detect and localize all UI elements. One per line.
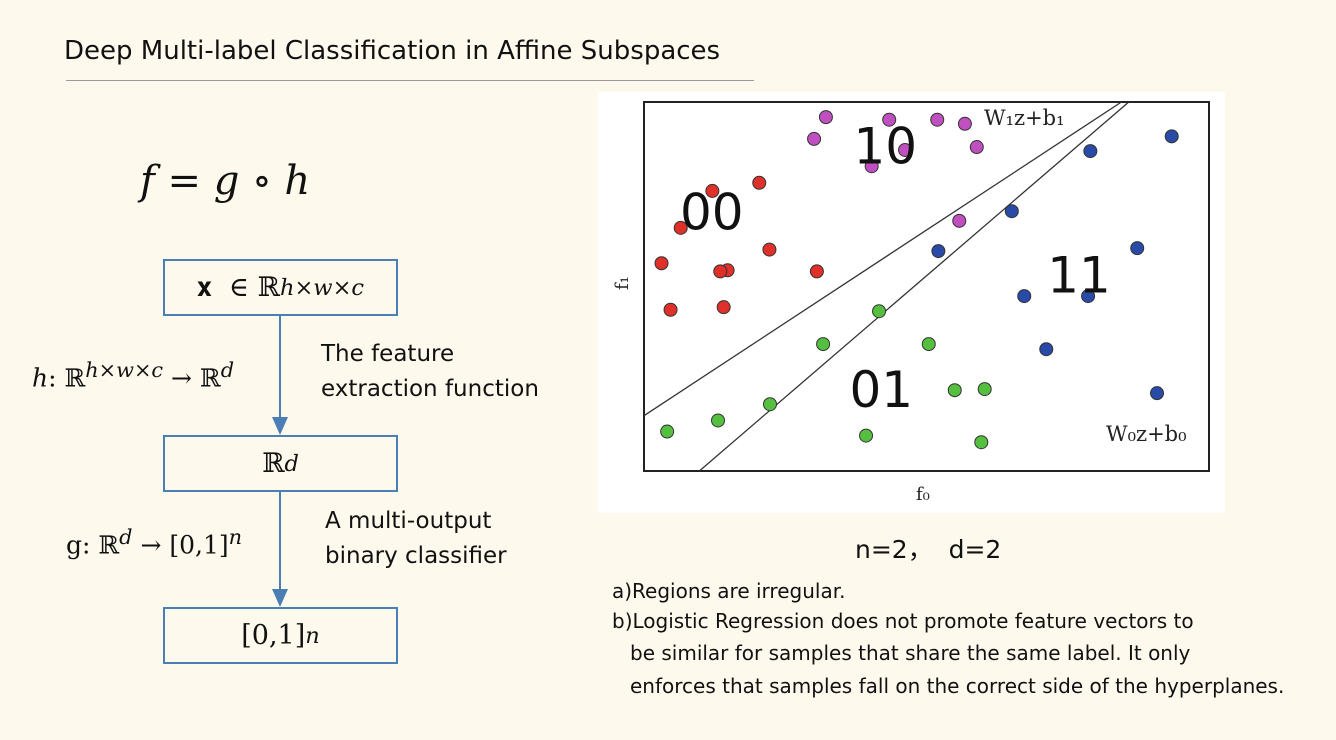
point-00 (705, 183, 720, 198)
h-map-domain-dims: h×w×c (85, 358, 164, 382)
hyperplane-line-1 (643, 101, 1122, 417)
composition-formula: f = g ∘ h (140, 158, 310, 204)
input-box-dims: h×w×c (279, 274, 365, 301)
point-01 (947, 383, 962, 398)
region-label-10: 10 (853, 117, 917, 175)
g-map-arrow: → [0,1] (132, 530, 229, 560)
point-11 (1017, 289, 1032, 304)
note-b-line-1: b)Logistic Regression does not promote f… (612, 609, 1194, 633)
point-11 (1150, 386, 1165, 401)
h-map-domain: : ℝ (48, 363, 86, 393)
point-01 (762, 397, 777, 412)
g-description-line: binary classifier (325, 543, 507, 569)
note-b-line-3: enforces that samples fall on the correc… (630, 674, 1285, 698)
point-01 (660, 424, 675, 439)
point-01 (816, 337, 831, 352)
plot-frame (643, 101, 1210, 472)
formula-equals: = (154, 158, 214, 204)
point-01 (977, 382, 992, 397)
region-label-11: 11 (1047, 246, 1111, 304)
feature-box-base: ℝ (262, 448, 285, 479)
affine-subspace-plot: 00 10 11 01 W₁z+b₁ W₀z+b₀ f₀ f₁ (598, 92, 1225, 513)
point-11 (931, 244, 946, 259)
h-map-codomain-dim: d (220, 358, 235, 382)
hyperplane-label-0: W₀z+b₀ (1106, 422, 1187, 446)
point-01 (859, 428, 874, 443)
formula-f: f (140, 158, 155, 204)
point-10 (957, 116, 972, 131)
point-10 (952, 213, 967, 228)
g-map-domain-dim: d (119, 525, 133, 549)
region-label-01: 01 (849, 361, 913, 419)
point-00 (713, 264, 728, 279)
output-box-base: [0,1] (241, 620, 306, 651)
y-axis-label: f₁ (612, 276, 633, 290)
point-10 (930, 112, 945, 127)
point-10 (898, 142, 913, 157)
point-11 (1164, 129, 1179, 144)
h-map-name: h (32, 363, 49, 393)
point-10 (969, 140, 984, 155)
formula-g: g (213, 158, 240, 204)
note-a: a)Regions are irregular. (612, 579, 846, 603)
point-00 (654, 256, 669, 271)
point-10 (807, 131, 822, 146)
formula-h: h (284, 158, 311, 204)
g-map-domain: g: ℝ (66, 530, 120, 560)
formula-compose: ∘ (239, 158, 285, 204)
region-label-00: 00 (680, 184, 744, 242)
hyperplane-label-1: W₁z+b₁ (984, 106, 1065, 130)
h-description: The feature extraction function (321, 337, 539, 407)
g-map-codomain-dim: n (228, 525, 243, 549)
params-label: n=2， d=2 (855, 535, 1002, 564)
point-01 (974, 435, 989, 450)
h-mapping: h: ℝh×w×c → ℝd (32, 358, 234, 392)
point-11 (1039, 342, 1054, 357)
h-description-line: The feature (321, 341, 455, 367)
point-10 (882, 112, 897, 127)
point-00 (673, 220, 688, 235)
point-00 (752, 175, 767, 190)
point-11 (1130, 241, 1145, 256)
point-00 (663, 302, 678, 317)
scatter-plot-svg: 00 10 11 01 W₁z+b₁ W₀z+b₀ f₀ f₁ (612, 101, 1210, 505)
output-box: [0,1]n (163, 607, 398, 664)
point-11 (1083, 144, 1098, 159)
g-mapping: g: ℝd → [0,1]n (66, 525, 242, 559)
point-11 (1004, 204, 1019, 219)
point-01 (921, 337, 936, 352)
title-underline (66, 80, 754, 81)
output-box-dim: n (305, 622, 320, 649)
point-10 (864, 159, 879, 174)
point-01 (711, 413, 726, 428)
g-description: A multi-output binary classifier (325, 504, 507, 574)
point-00 (716, 300, 731, 315)
slide-title: Deep Multi-label Classification in Affin… (64, 36, 721, 66)
point-10 (818, 110, 833, 125)
g-description-line: A multi-output (325, 508, 492, 534)
input-box-base: 𝐱 ∈ ℝ (196, 271, 280, 303)
point-11 (1081, 289, 1096, 304)
point-01 (872, 304, 887, 319)
note-b-line-2: be similar for samples that share the sa… (630, 641, 1191, 665)
h-map-arrow: → ℝ (163, 363, 221, 393)
point-00 (809, 264, 824, 279)
feature-box-dim: d (284, 450, 299, 477)
x-axis-label: f₀ (916, 484, 930, 505)
h-description-line: extraction function (321, 376, 539, 402)
point-00 (762, 242, 777, 257)
